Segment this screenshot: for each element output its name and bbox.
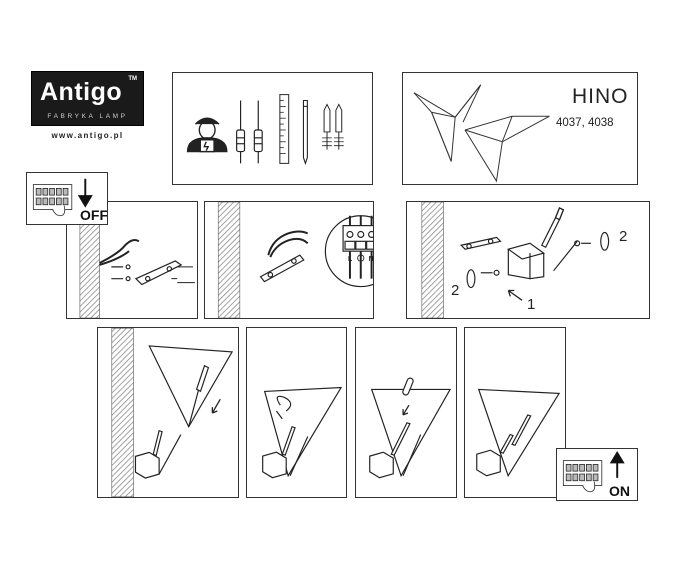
tools-illustration	[186, 94, 344, 166]
step-panel-shade-placement	[97, 327, 239, 498]
brand-logo: Antigo TM FABRYKA LAMP	[31, 71, 144, 126]
arrow-down-icon	[77, 178, 93, 208]
product-title: HINO	[572, 85, 629, 108]
step-panel-attach-body: 1 2 2	[406, 201, 650, 319]
step-illustration-mount-bracket	[79, 202, 195, 318]
brand-name: Antigo	[40, 78, 123, 106]
product-illustration	[413, 84, 550, 183]
step-illustration-attach-body	[421, 202, 610, 318]
terminal-block-icon	[324, 215, 373, 288]
step-number-screw-left: 2	[451, 282, 460, 299]
wall-plug-icon	[322, 103, 344, 150]
switch-on-box: ON	[556, 448, 638, 501]
terminal-label-n: N	[369, 256, 373, 263]
wall-texture	[79, 202, 100, 318]
step-panel-bulb-insert	[355, 327, 457, 498]
breaker-icon	[562, 450, 625, 493]
brand-url: www.antigo.pl	[51, 131, 124, 140]
switch-on-label: ON	[609, 483, 630, 499]
wall-texture	[111, 328, 134, 497]
electrician-icon	[186, 117, 228, 153]
step-illustration-bulb-insert	[369, 377, 452, 479]
bulb-icon	[402, 377, 414, 396]
step-illustration-final	[476, 388, 561, 478]
wall-texture	[421, 202, 444, 318]
step-panel-shade-tilt	[246, 327, 347, 498]
arrow-icon	[402, 404, 410, 416]
arrow-icon	[507, 289, 523, 301]
brand-tagline: FABRYKA LAMP	[47, 113, 128, 120]
screwdriver-icon	[253, 100, 263, 164]
wall-texture	[217, 202, 241, 318]
arrow-up-icon	[609, 450, 625, 478]
step-illustration-wiring: L N	[217, 202, 373, 318]
arrow-icon	[211, 398, 221, 414]
step-illustration-shade-tilt	[262, 386, 343, 479]
screwdriver-icon	[236, 100, 246, 164]
product-panel	[402, 72, 638, 185]
step-number-bracket: 1	[527, 296, 536, 313]
step-illustration-shade-placement	[111, 328, 234, 497]
switch-off-box: OFF	[26, 172, 108, 225]
ground-symbol-icon	[357, 254, 365, 262]
step-panel-wiring: L N	[204, 201, 374, 319]
product-codes: 4037, 4038	[556, 117, 614, 129]
breaker-icon	[32, 178, 93, 217]
brand-trademark: TM	[128, 76, 137, 82]
switch-off-label: OFF	[80, 207, 108, 223]
ruler-icon	[279, 94, 290, 164]
step-number-screw-right: 2	[619, 228, 628, 245]
step-panel-final	[464, 327, 566, 498]
pencil-icon	[302, 99, 308, 166]
terminal-label-l: L	[348, 256, 352, 263]
tools-panel	[172, 72, 373, 185]
